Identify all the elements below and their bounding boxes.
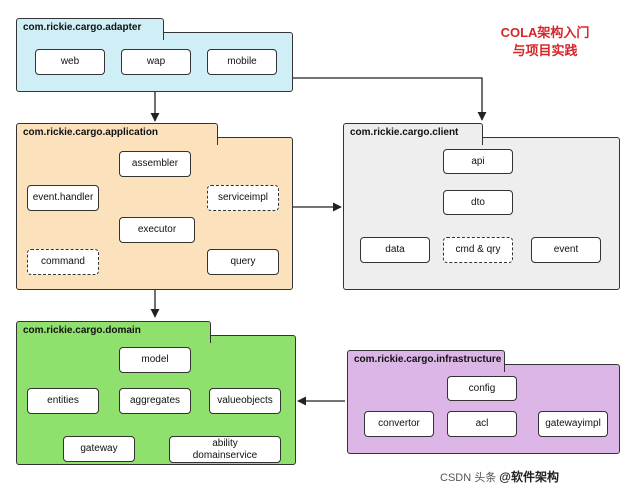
node-cmd-qry: cmd & qry <box>443 237 513 263</box>
node-valueobjects: valueobjects <box>209 388 281 414</box>
node-serviceimpl: serviceimpl <box>207 185 279 211</box>
watermark-csdn: CSDN <box>440 472 472 484</box>
node-ability-label: ability <box>212 438 238 449</box>
node-config: config <box>447 376 517 401</box>
package-application-label: com.rickie.cargo.application <box>16 123 218 145</box>
watermark-author: @软件架构 <box>499 470 559 484</box>
node-gateway: gateway <box>63 436 135 462</box>
node-gatewayimpl: gatewayimpl <box>538 411 608 437</box>
arrow-adapter-to-client <box>293 77 487 121</box>
node-entities: entities <box>27 388 99 414</box>
watermark-prefix: 头条 <box>474 472 497 484</box>
node-aggregates: aggregates <box>119 388 191 414</box>
node-data: data <box>360 237 430 263</box>
node-dto: dto <box>443 190 513 215</box>
package-adapter-label: com.rickie.cargo.adapter <box>16 18 164 40</box>
node-executor: executor <box>119 217 195 243</box>
node-event: event <box>531 237 601 263</box>
node-convertor: convertor <box>364 411 434 437</box>
diagram-title-line1: COLA架构入门 <box>500 25 590 40</box>
node-assembler: assembler <box>119 151 191 177</box>
watermark: CSDN 头条 @软件架构 <box>440 468 559 485</box>
node-acl: acl <box>447 411 517 437</box>
node-command: command <box>27 249 99 275</box>
node-model: model <box>119 347 191 373</box>
diagram-title: COLA架构入门 与项目实践 <box>470 24 620 60</box>
diagram-title-line2: 与项目实践 <box>512 43 578 58</box>
node-query: query <box>207 249 279 275</box>
node-mobile: mobile <box>207 49 277 75</box>
package-infrastructure-label: com.rickie.cargo.infrastructure <box>347 350 505 372</box>
node-wap: wap <box>121 49 191 75</box>
node-event-handler: event.handler <box>27 185 99 211</box>
node-ability-domainservice: ability domainservice <box>169 436 281 463</box>
package-domain-label: com.rickie.cargo.domain <box>16 321 211 343</box>
node-domainservice-label: domainservice <box>192 449 258 461</box>
node-web: web <box>35 49 105 75</box>
node-api: api <box>443 149 513 174</box>
package-client-label: com.rickie.cargo.client <box>343 123 483 145</box>
